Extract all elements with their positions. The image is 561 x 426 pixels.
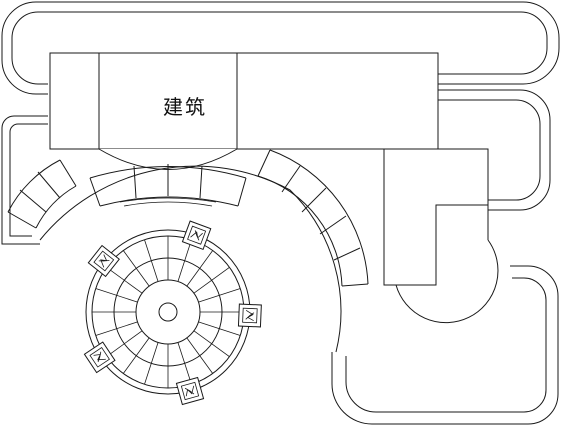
plaza-sector-line	[95, 321, 138, 336]
plaza-sector-line	[186, 337, 214, 374]
right-garden-path-inner	[438, 99, 541, 201]
planter-icon	[181, 220, 212, 250]
right-step-band	[257, 149, 369, 287]
main-building	[49, 52, 439, 150]
plaza-sector-line	[122, 250, 150, 287]
plaza-boundary-arc	[39, 165, 342, 353]
building-wing	[383, 148, 489, 286]
plaza-sector-line	[193, 266, 230, 294]
plaza-sector-line	[177, 239, 192, 282]
perimeter-path-inner	[11, 11, 548, 85]
plaza-sector-line	[144, 342, 159, 385]
round-pavilion	[395, 239, 499, 324]
perimeter-path-outer	[1, 1, 560, 95]
plaza-sector-line	[144, 239, 159, 282]
plaza-sector-line	[106, 266, 143, 294]
planter-icon	[87, 244, 120, 278]
plaza-sector-line	[106, 330, 143, 358]
plaza-sector-line	[186, 250, 214, 287]
plaza-sector-line	[177, 342, 192, 385]
plaza-sector-lines	[92, 236, 244, 388]
planter-icon	[175, 376, 205, 406]
plaza-sector-line	[95, 288, 138, 303]
plaza-sector-line	[193, 330, 230, 358]
planter-icon	[83, 341, 116, 374]
left-perimeter	[1, 115, 48, 245]
left-step-band	[7, 159, 77, 229]
right-garden-path	[438, 89, 551, 211]
plaza-inner-ring	[135, 279, 201, 345]
lower-path-loop-inner	[345, 277, 547, 413]
planter-icon	[237, 303, 262, 328]
center-step-band	[89, 164, 247, 207]
plaza-planters	[83, 220, 262, 406]
plaza-center-fountain	[158, 302, 178, 322]
plaza-sector-line	[122, 337, 150, 374]
building-label: 建筑	[163, 95, 207, 119]
left-perimeter-inner	[9, 123, 48, 237]
circular-plaza	[83, 220, 262, 406]
plaza-sector-line	[198, 321, 241, 336]
plaza-sector-line	[198, 288, 241, 303]
lower-path-loop	[331, 265, 559, 425]
